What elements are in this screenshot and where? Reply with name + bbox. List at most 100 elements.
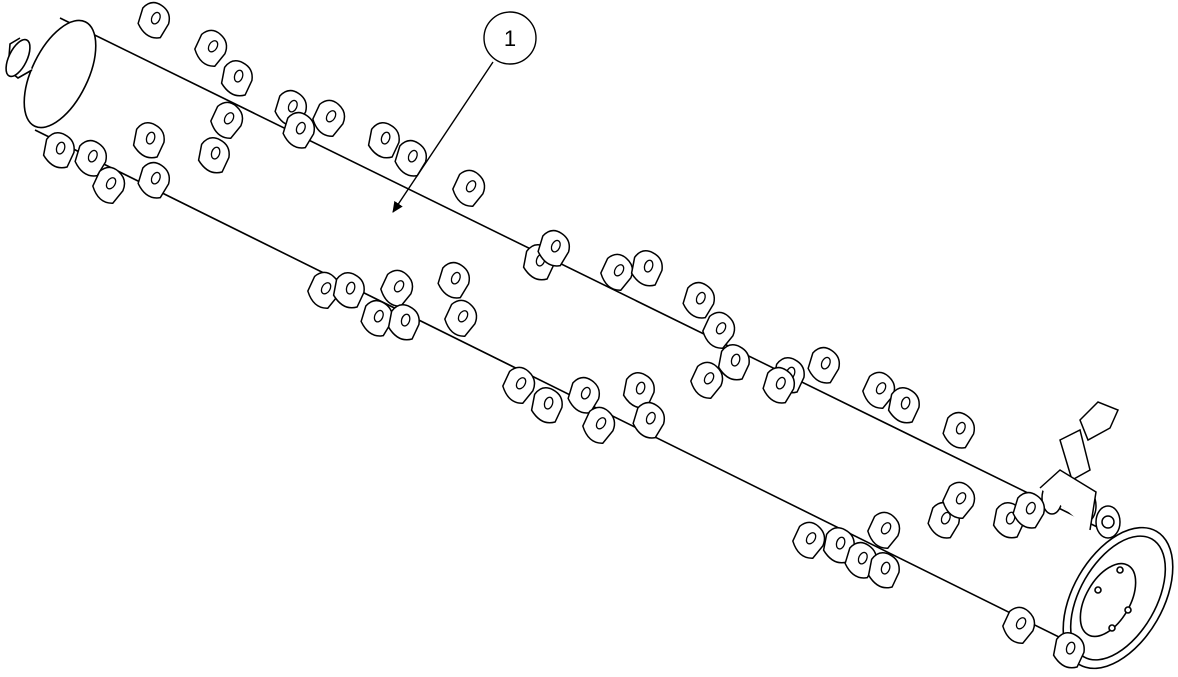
mounting-lug	[762, 366, 796, 404]
lug-hole	[880, 522, 892, 535]
mounting-lug	[444, 299, 478, 337]
mounting-lug	[137, 1, 171, 39]
lug-hole	[145, 131, 156, 145]
mounting-lug	[887, 387, 920, 424]
lug-hole	[450, 271, 461, 285]
lug-hole	[703, 372, 715, 385]
mounting-lug	[42, 132, 75, 169]
lug-hole	[207, 40, 219, 53]
lug-hole	[380, 131, 391, 145]
mounting-lug	[844, 541, 878, 579]
lug-hole	[210, 146, 221, 160]
mounting-lug	[862, 371, 896, 409]
lug-hole	[223, 112, 235, 125]
lug-hole	[543, 396, 554, 410]
mounting-lug	[600, 253, 634, 291]
mounting-lug	[630, 250, 663, 287]
mounting-lug	[452, 169, 486, 207]
mounting-lug	[682, 281, 716, 319]
right-end-cap	[1062, 526, 1174, 670]
lug-hole	[457, 310, 469, 323]
mounting-lug	[1052, 632, 1085, 669]
lug-hole	[550, 239, 561, 253]
mounting-lug	[210, 101, 244, 139]
lug-hole	[1005, 511, 1016, 525]
mounting-lug	[307, 271, 341, 309]
callout-1: 1	[483, 11, 537, 65]
drum-body	[34, 17, 1141, 641]
mounting-lug	[807, 346, 841, 384]
mounting-lug	[502, 366, 536, 404]
mounting-lug	[622, 372, 655, 409]
lug-hole	[730, 353, 741, 367]
mounting-lug	[92, 166, 126, 204]
lug-hole	[105, 177, 117, 190]
lug-hole	[715, 322, 727, 335]
lug-hole	[595, 417, 607, 430]
callout-circle	[483, 11, 537, 65]
lug-hole	[880, 561, 891, 575]
mounting-lug	[132, 122, 165, 159]
lug-hole	[820, 356, 831, 370]
lug-hole	[325, 110, 337, 123]
lug-hole	[150, 171, 161, 185]
mounting-lug	[380, 269, 414, 307]
lug-hole	[55, 141, 66, 155]
mounting-lug	[282, 111, 316, 149]
mounting-lug	[394, 139, 428, 177]
lug-hole	[955, 492, 967, 505]
lug-hole	[465, 180, 477, 193]
lug-hole	[287, 99, 298, 113]
lug-hole	[400, 313, 411, 327]
lug-hole	[643, 259, 654, 273]
lug-hole	[613, 264, 625, 277]
mounting-lug	[822, 527, 855, 564]
lug-hole	[1025, 501, 1036, 515]
mounting-lug	[942, 411, 976, 449]
mounting-lug	[582, 406, 616, 444]
mounting-lug	[1002, 606, 1036, 644]
mounting-lug	[942, 481, 976, 519]
mounting-lug	[332, 272, 365, 309]
mounting-lug	[74, 139, 108, 177]
mounting-lug	[312, 99, 346, 137]
mounting-lug	[1012, 491, 1046, 529]
mounting-lug	[194, 29, 228, 67]
left-end-cap	[5, 19, 97, 129]
mounting-lug	[717, 344, 750, 381]
callout-label: 1	[504, 26, 516, 51]
lug-hole	[515, 377, 527, 390]
lug-hole	[835, 536, 846, 550]
mounting-lug	[567, 376, 601, 414]
mounting-lug	[537, 229, 571, 267]
lug-hole	[150, 11, 161, 25]
mounting-lug	[530, 387, 563, 424]
lug-hole	[295, 121, 306, 135]
mounting-lug	[367, 122, 400, 159]
lug-hole	[805, 532, 817, 545]
mounting-lug	[690, 361, 724, 399]
lug-hole	[580, 386, 591, 400]
lug-hole	[635, 381, 646, 395]
mounting-lug	[220, 60, 253, 97]
lug-hole	[233, 69, 244, 83]
lug-hole	[407, 149, 418, 163]
mounting-lug	[867, 511, 901, 549]
mounting-lug	[197, 137, 230, 174]
lug-hole	[775, 376, 786, 390]
lug-hole	[320, 282, 332, 295]
lug-hole	[857, 551, 868, 565]
mounting-lug	[867, 552, 900, 589]
lug-hole	[87, 149, 98, 163]
lug-hole	[875, 382, 887, 395]
lug-hole	[1015, 617, 1027, 630]
mounting-lug	[792, 521, 826, 559]
lug-hole	[373, 309, 384, 323]
drive-coupling	[1039, 401, 1121, 539]
lug-hole	[955, 421, 966, 435]
mounting-lug	[437, 261, 471, 299]
mounting-lug	[702, 311, 736, 349]
callout-leader	[392, 61, 494, 213]
